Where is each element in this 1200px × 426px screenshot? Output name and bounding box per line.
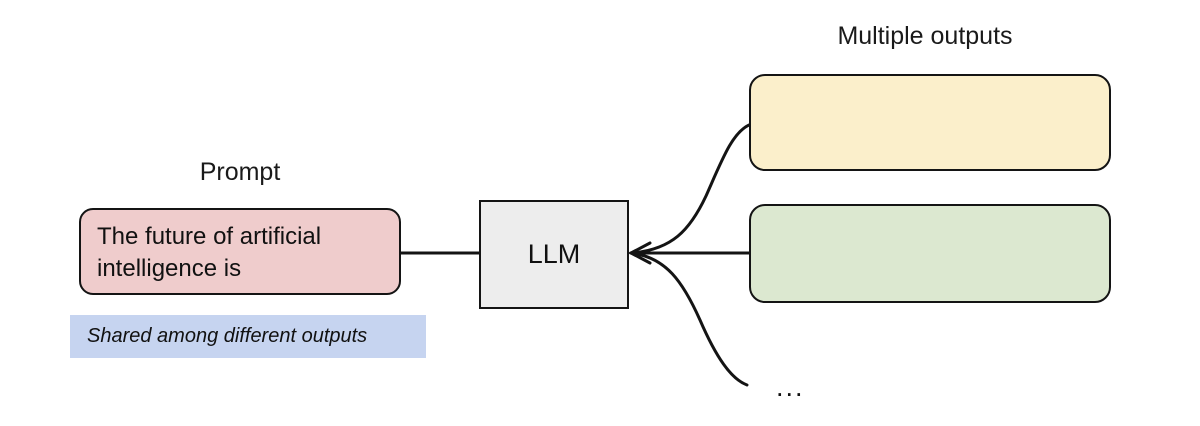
edge-llm-to-more [629,251,749,387]
shared-among-outputs-note: Shared among different outputs [70,315,426,358]
prompt-node[interactable]: The future of artificial intelligence is [79,208,401,295]
shared-among-outputs-note-text: Shared among different outputs [87,325,368,347]
edge-arrowhead [627,241,652,265]
output-node-2[interactable] [749,204,1111,303]
more-outputs-ellipsis: ... [776,372,805,402]
llm-node[interactable]: LLM [479,200,629,309]
output-node-1[interactable] [749,74,1111,171]
prompt-node-text: The future of artificial intelligence is [97,223,322,282]
prompt-section-label: Prompt [199,158,281,186]
edge-llm-to-output-1 [629,123,751,255]
llm-node-label: LLM [527,239,581,269]
multiple-outputs-section-label: Multiple outputs [837,22,1013,50]
